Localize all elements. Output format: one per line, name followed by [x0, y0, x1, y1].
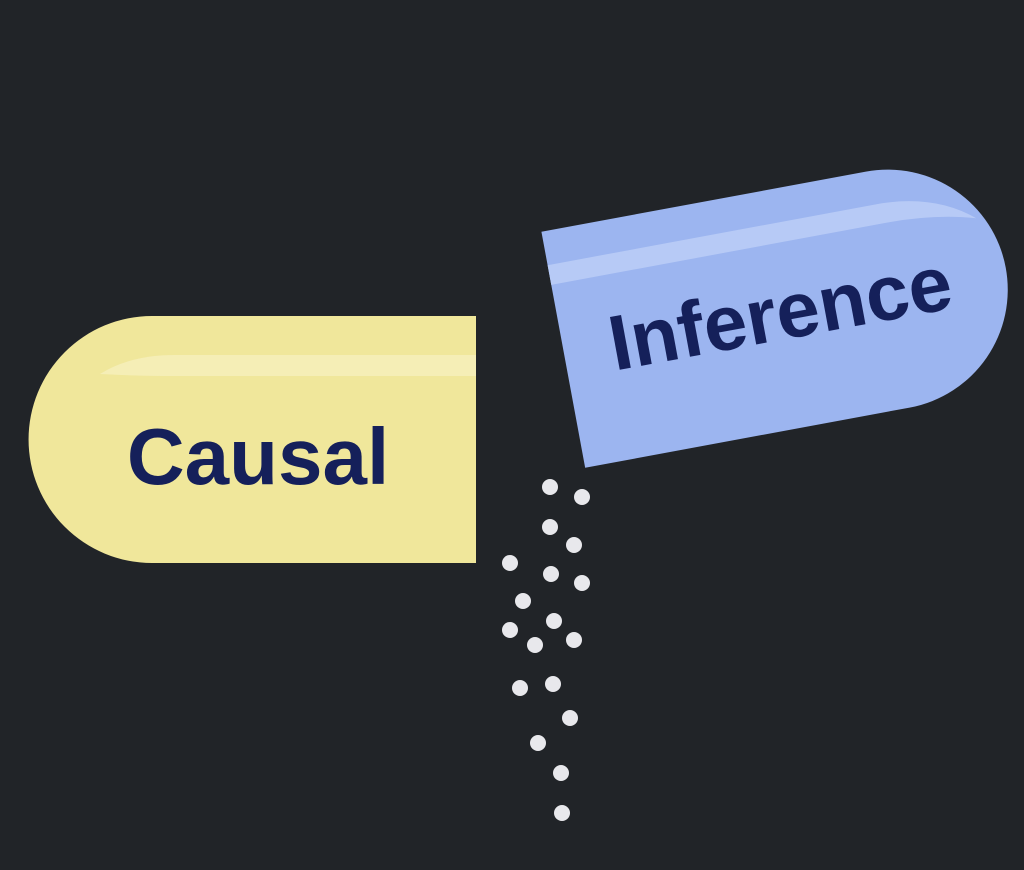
granule [566, 632, 582, 648]
capsule-right-body [541, 169, 1008, 468]
granule [502, 622, 518, 638]
capsule-left-label: Causal [127, 412, 389, 501]
granules [502, 479, 590, 821]
granule [502, 555, 518, 571]
granule [515, 593, 531, 609]
granule [574, 575, 590, 591]
granule [542, 519, 558, 535]
granule [554, 805, 570, 821]
capsule-right-highlight [547, 201, 977, 285]
granule [542, 479, 558, 495]
capsule-left-half: Causal [28, 316, 477, 563]
capsule-right-half: Inference [541, 169, 1008, 468]
capsule-left-highlight [100, 355, 476, 376]
granule [546, 613, 562, 629]
capsule-left-body [28, 316, 477, 563]
granule [512, 680, 528, 696]
granule [530, 735, 546, 751]
granule [545, 676, 561, 692]
granule [562, 710, 578, 726]
granule [566, 537, 582, 553]
granule [543, 566, 559, 582]
granule [574, 489, 590, 505]
granule [553, 765, 569, 781]
granule [527, 637, 543, 653]
